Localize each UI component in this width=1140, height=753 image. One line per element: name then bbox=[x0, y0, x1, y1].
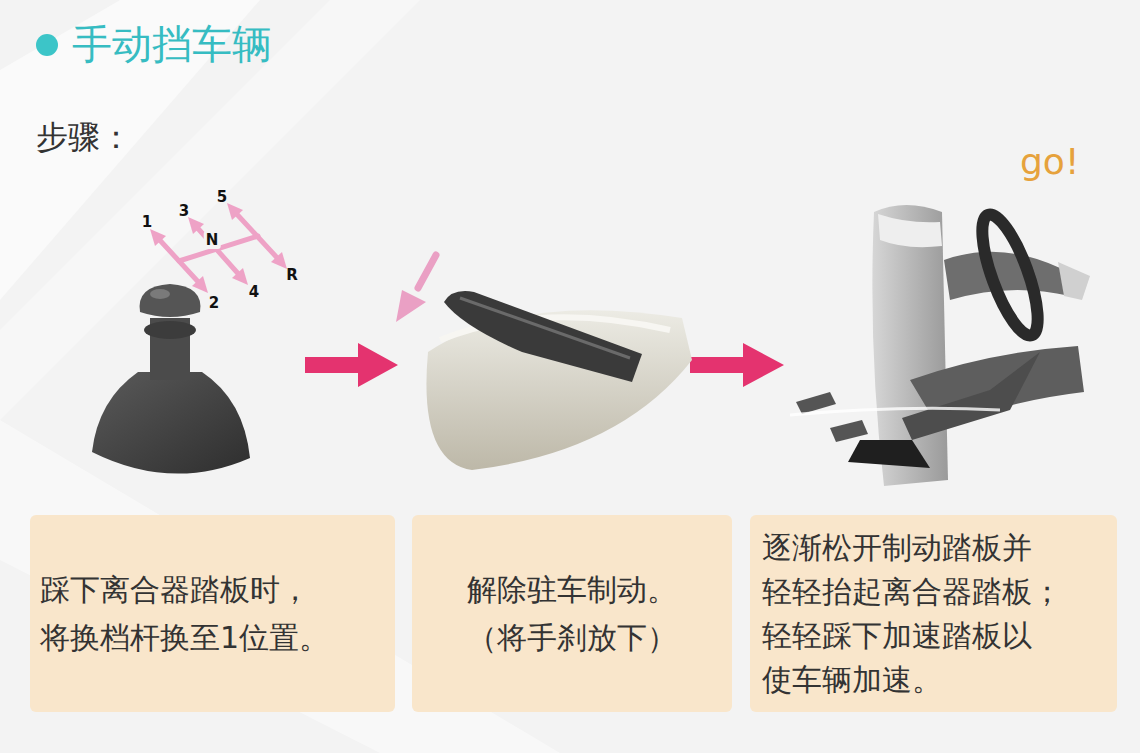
gear-number: 3 bbox=[179, 202, 189, 220]
step-box: 解除驻车制动。 （将手刹放下） bbox=[412, 515, 732, 712]
gear-number: N bbox=[204, 231, 221, 249]
gear-number: 2 bbox=[209, 294, 219, 312]
step-box: 踩下离合器踏板时， 将换档杆换至1位置。 bbox=[30, 515, 395, 712]
gear-number: 1 bbox=[142, 213, 152, 231]
title: 手动挡车辆 bbox=[72, 18, 272, 70]
step-box: 逐渐松开制动踏板并 轻轻抬起离合器踏板； 轻轻踩下加速踏板以 使车辆加速。 bbox=[750, 515, 1117, 712]
step-text: 踩下离合器踏板时， 将换档杆换至1位置。 bbox=[40, 566, 344, 662]
go-text: go! bbox=[1020, 140, 1079, 183]
gear-number: 5 bbox=[217, 188, 227, 206]
gear-number: R bbox=[286, 266, 298, 284]
steps-heading: 步骤： bbox=[36, 118, 132, 156]
step-text: 解除驻车制动。 （将手刹放下） bbox=[465, 566, 679, 662]
title-dot bbox=[36, 34, 58, 56]
gear-number: 4 bbox=[249, 283, 259, 301]
step-text: 逐渐松开制动踏板并 轻轻抬起离合器踏板； 轻轻踩下加速踏板以 使车辆加速。 bbox=[762, 526, 1066, 702]
